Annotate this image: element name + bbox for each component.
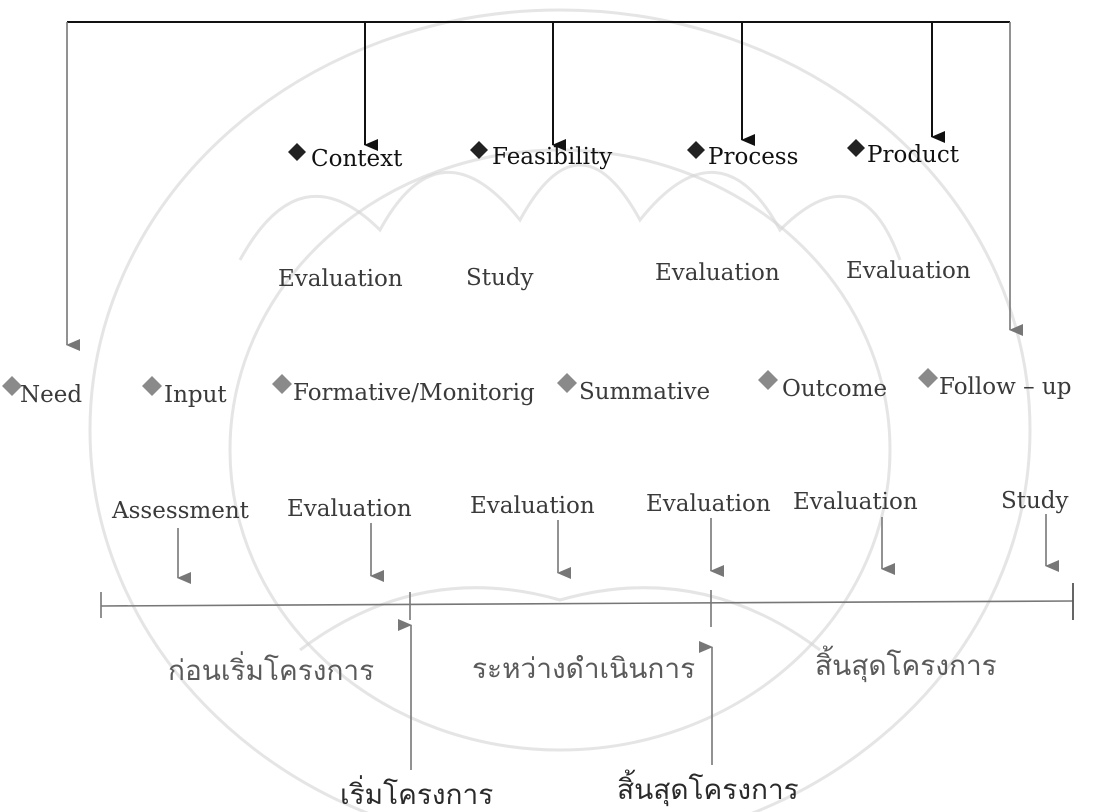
diamond-icon bbox=[687, 141, 705, 159]
sub-summative-evaluation: Evaluation bbox=[646, 491, 771, 517]
diamond-icon bbox=[557, 373, 577, 393]
diamond-icon bbox=[142, 376, 162, 396]
phase-during-label: ระหว่างดำเนินการ bbox=[472, 652, 695, 685]
watermark-seal bbox=[88, 8, 1032, 812]
model-process-label: Process bbox=[708, 144, 798, 170]
sub-assessment: Assessment bbox=[111, 498, 250, 524]
model-context-label: Context bbox=[311, 146, 403, 172]
model-product-label: Product bbox=[867, 142, 960, 168]
top-bracket bbox=[67, 21, 1010, 151]
model-formative: Formative/Monitorig bbox=[272, 374, 535, 406]
model-context: Context Evaluation bbox=[278, 143, 403, 292]
model-context-sub: Evaluation bbox=[278, 266, 403, 292]
milestone-end-label: สิ้นสุดโครงการ bbox=[617, 769, 799, 807]
diamond-icon bbox=[470, 141, 488, 159]
model-need-label: Need bbox=[20, 382, 82, 408]
model-feasibility-sub: Study bbox=[466, 265, 534, 291]
model-follow-up-label: Follow – up bbox=[939, 374, 1071, 400]
model-follow-up: Follow – up bbox=[918, 368, 1071, 400]
diamond-icon bbox=[2, 376, 22, 396]
model-outcome-label: Outcome bbox=[782, 376, 887, 402]
milestone-start-label: เริ่มโครงการ bbox=[340, 775, 493, 811]
sub-input-evaluation: Evaluation bbox=[287, 496, 412, 522]
bottom-models: Need Input Formative/Monitorig Summative… bbox=[2, 368, 1071, 408]
sub-outcome-evaluation: Evaluation bbox=[793, 489, 918, 515]
model-input: Input bbox=[142, 376, 227, 408]
model-feasibility: Feasibility Study bbox=[466, 141, 612, 291]
milestone-up-arrows bbox=[398, 619, 713, 770]
timeline-down-arrows bbox=[177, 514, 1059, 584]
diamond-icon bbox=[758, 370, 778, 390]
diamond-icon bbox=[918, 368, 938, 388]
diamond-icon bbox=[272, 374, 292, 394]
model-summative-label: Summative bbox=[579, 379, 710, 405]
phase-after-label: สิ้นสุดโครงการ bbox=[815, 645, 997, 683]
model-feasibility-label: Feasibility bbox=[492, 144, 612, 170]
model-outcome: Outcome bbox=[758, 370, 887, 402]
model-process-sub: Evaluation bbox=[655, 260, 780, 286]
sub-follow-up-study: Study bbox=[1001, 488, 1069, 514]
diamond-icon bbox=[847, 139, 865, 157]
timeline-axis bbox=[100, 583, 1074, 627]
top-models: Context Evaluation Feasibility Study Pro… bbox=[278, 139, 971, 292]
phase-before-label: ก่อนเริ่มโครงการ bbox=[168, 651, 374, 687]
bottom-sub-labels: Assessment Evaluation Evaluation Evaluat… bbox=[111, 488, 1069, 524]
phase-labels: ก่อนเริ่มโครงการ ระหว่างดำเนินการ สิ้นสุ… bbox=[168, 645, 997, 687]
model-need: Need bbox=[2, 376, 82, 408]
model-product-sub: Evaluation bbox=[846, 258, 971, 284]
model-input-label: Input bbox=[164, 382, 227, 408]
model-formative-label: Formative/Monitorig bbox=[293, 380, 535, 406]
model-product: Product Evaluation bbox=[846, 139, 971, 284]
sub-formative-evaluation: Evaluation bbox=[470, 493, 595, 519]
outer-drop-lines bbox=[66, 22, 1023, 351]
model-process: Process Evaluation bbox=[655, 141, 798, 286]
milestone-labels: เริ่มโครงการ สิ้นสุดโครงการ bbox=[340, 769, 799, 811]
model-summative: Summative bbox=[557, 373, 710, 405]
diamond-icon bbox=[288, 143, 306, 161]
